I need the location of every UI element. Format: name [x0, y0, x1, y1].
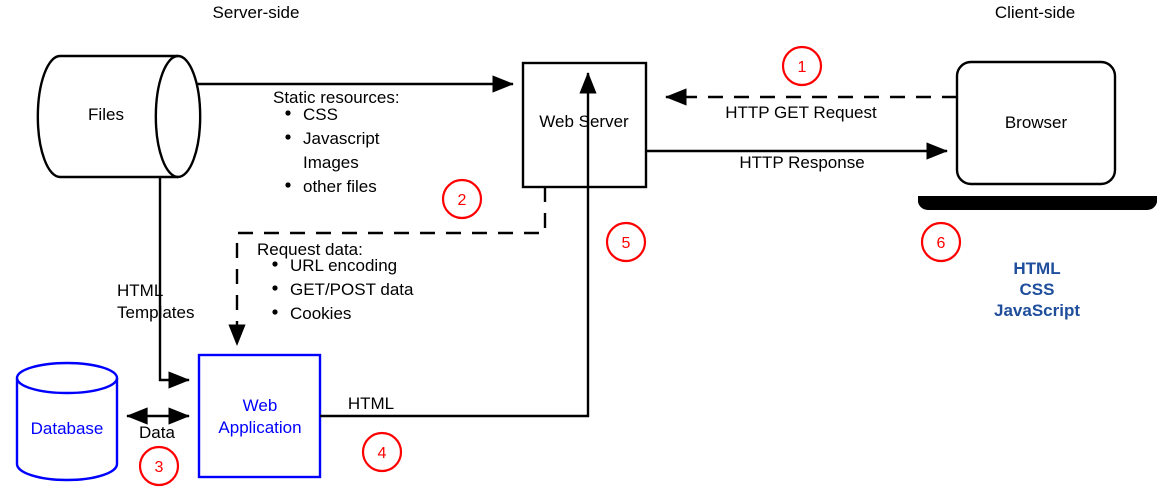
bullet-dot — [285, 182, 291, 188]
bullet-dot — [285, 110, 291, 116]
static-resources-item-1: Javascript — [303, 129, 380, 148]
step-marker-2-label: 2 — [458, 192, 467, 209]
html-templates-label-line1: HTML — [117, 281, 163, 300]
files-label: Files — [88, 105, 124, 124]
server-side-title: Server-side — [213, 3, 300, 22]
step-marker-1-label: 1 — [798, 59, 807, 76]
bullet-dot — [272, 261, 278, 267]
static-resources-item-0: CSS — [303, 105, 338, 124]
web-application-label-line1: Web — [243, 396, 278, 415]
http-get-request-label: HTTP GET Request — [725, 103, 877, 122]
database-label: Database — [31, 419, 104, 438]
bullet-dot — [272, 309, 278, 315]
static-resources-item-3: other files — [303, 177, 377, 196]
request-data-item-2: Cookies — [290, 304, 351, 323]
step-marker-3-label: 3 — [155, 459, 164, 476]
database-node — [15, 361, 119, 482]
bullet-dot — [285, 134, 291, 140]
request-data-item-0: URL encoding — [290, 256, 397, 275]
client-tech-css: CSS — [1020, 280, 1055, 299]
client-side-title: Client-side — [995, 3, 1075, 22]
step-marker-6-label: 6 — [937, 235, 946, 252]
browser-label: Browser — [1005, 113, 1068, 132]
web-server-node — [521, 61, 648, 189]
step-marker-5 — [605, 221, 647, 263]
step-marker-4 — [361, 431, 403, 473]
client-tech-javascript: JavaScript — [994, 301, 1080, 320]
html-templates-label-line2: Templates — [117, 303, 194, 322]
step-marker-3 — [138, 445, 180, 487]
web-application-label-line2: Application — [218, 418, 301, 437]
web-server-label: Web Server — [539, 112, 629, 131]
step-marker-2 — [441, 178, 483, 220]
html-label: HTML — [348, 394, 394, 413]
request-data-item-1: GET/POST data — [290, 280, 414, 299]
data-label: Data — [139, 423, 175, 442]
static-resources-item-2: Images — [303, 153, 359, 172]
static-resources-heading: Static resources: — [273, 88, 400, 107]
step-marker-1 — [781, 45, 823, 87]
step-marker-4-label: 4 — [378, 445, 387, 462]
client-tech-html: HTML — [1013, 259, 1060, 278]
bullet-dot — [272, 285, 278, 291]
browser-node — [955, 60, 1117, 186]
step-marker-6 — [920, 221, 962, 263]
http-response-label: HTTP Response — [739, 153, 864, 172]
files-node — [36, 54, 202, 179]
request-data-heading: Request data: — [257, 240, 363, 259]
web-application-node — [197, 353, 322, 479]
laptop-base — [918, 196, 1157, 211]
edge-webapp-to-webserver — [320, 72, 597, 418]
step-marker-5-label: 5 — [622, 235, 631, 252]
edge-files-to-webapp — [158, 177, 190, 389]
